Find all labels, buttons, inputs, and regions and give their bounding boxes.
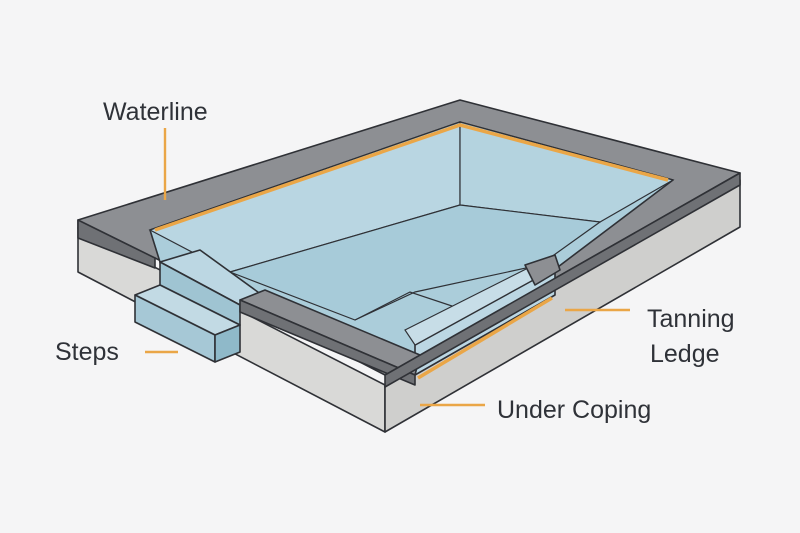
tanning-ledge-label-line1: Tanning: [647, 305, 735, 333]
under-coping-highlight: [417, 296, 553, 380]
waterline-label: Waterline: [103, 98, 208, 126]
floor-line: [354, 291, 471, 321]
front-coping-left-side: [239, 299, 416, 386]
step-lower-side: [214, 324, 241, 363]
coping-right-edge: [384, 172, 741, 388]
waterline-highlight: [154, 123, 669, 232]
coping-left-edge: [77, 219, 156, 269]
under-coping-label: Under Coping: [497, 396, 651, 424]
right-coping-block: [524, 254, 561, 286]
tanning-ledge-label-line2: Ledge: [650, 340, 720, 368]
steps-label: Steps: [55, 338, 119, 366]
